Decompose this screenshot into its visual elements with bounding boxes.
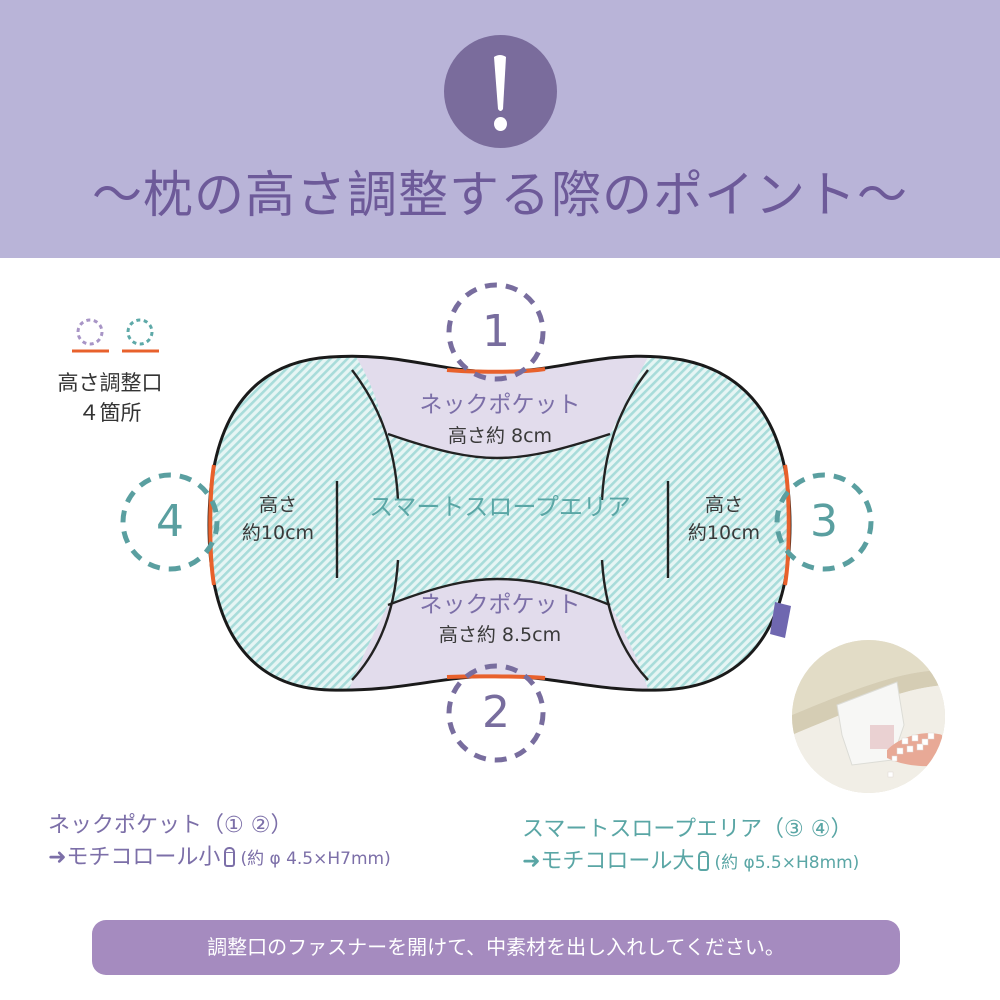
opening-1	[446, 367, 546, 374]
neck-pocket-bottom-title: ネックポケット	[419, 592, 581, 618]
neck-pocket-info-title: ネックポケット（① ②）	[48, 813, 293, 838]
marker-4-number: 4	[156, 496, 184, 547]
neck-pocket-filling-name: ➜モチコロール小	[48, 845, 221, 870]
smart-slope-title: スマートスロープエリア	[369, 493, 631, 521]
marker-3-number: 3	[810, 496, 838, 547]
neck-pocket-bottom-height: 高さ約 8.5cm	[438, 624, 562, 646]
neck-pocket-info-spec: ➜モチコロール小 (約 φ 4.5×H7mm)	[48, 842, 391, 875]
marker-1-number: 1	[482, 306, 510, 357]
left-side-height-line1: 高さ	[258, 494, 297, 516]
smart-slope-info: スマートスロープエリア（③ ④） ➜モチコロール大 (約 φ5.5×H8mm)	[522, 814, 859, 879]
right-side-height-line2: 約10cm	[687, 522, 761, 544]
smart-slope-info-title: スマートスロープエリア（③ ④）	[522, 817, 853, 842]
cylinder-icon	[698, 851, 710, 871]
opening-2	[446, 674, 546, 680]
neck-pocket-top-height: 高さ約 8cm	[447, 425, 553, 447]
legend-label: 高さ調整口 ４箇所	[40, 368, 180, 428]
neck-pocket-top-area	[352, 356, 652, 458]
opening-4	[208, 464, 216, 586]
neck-pocket-bottom-area	[345, 579, 652, 691]
exclamation-icon	[444, 35, 557, 148]
legend-label-line1: 高さ調整口	[57, 371, 163, 395]
marker-2-number: 2	[482, 687, 510, 738]
smart-slope-info-spec: ➜モチコロール大 (約 φ5.5×H8mm)	[522, 846, 859, 879]
marker-1-dashed-circle	[446, 282, 546, 382]
header-band: 〜枕の高さ調整する際のポイント〜	[0, 0, 1000, 258]
page-title: 〜枕の高さ調整する際のポイント〜	[92, 166, 908, 224]
pillow-tag	[770, 602, 791, 638]
neck-pocket-info: ネックポケット（① ②） ➜モチコロール小 (約 φ 4.5×H7mm)	[48, 810, 391, 875]
left-side-height-line2: 約10cm	[241, 522, 315, 544]
neck-pocket-filling-size: (約 φ 4.5×H7mm)	[240, 849, 391, 869]
opening-3	[783, 464, 791, 586]
instruction-banner: 調整口のファスナーを開けて、中素材を出し入れしてください。	[92, 920, 900, 975]
cylinder-icon	[224, 847, 236, 867]
marker-2-dashed-circle	[446, 663, 546, 763]
marker-4-dashed-circle	[120, 472, 220, 572]
right-side-height-line1: 高さ	[704, 494, 743, 516]
marker-3-dashed-circle	[774, 472, 874, 572]
filling-photo	[792, 640, 945, 793]
legend-label-line2: ４箇所	[78, 401, 142, 425]
neck-pocket-top-title: ネックポケット	[419, 392, 581, 418]
smart-slope-filling-name: ➜モチコロール大	[522, 849, 695, 874]
smart-slope-filling-size: (約 φ5.5×H8mm)	[714, 853, 860, 873]
